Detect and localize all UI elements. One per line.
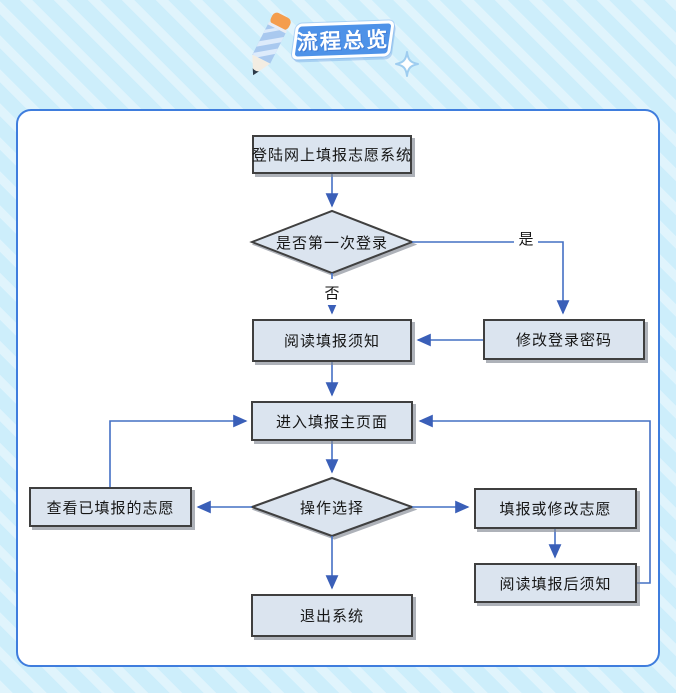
flowchart-connectors (109, 174, 651, 590)
node-change-password: 修改登录密码 (483, 319, 645, 360)
node-exit-system: 退出系统 (251, 594, 413, 637)
node-login: 登陆网上填报志愿系统 (252, 135, 412, 174)
flowchart-card: 登陆网上填报志愿系统 修改登录密码 阅读填报须知 进入填报主页面 查看已填报的志… (16, 109, 660, 667)
node-read-notice: 阅读填报须知 (252, 319, 412, 362)
node-view-filled: 查看已填报的志愿 (29, 487, 192, 527)
sparkle-icon (394, 50, 420, 82)
title-badge: 流程总览 (291, 20, 395, 60)
edge-label-yes: 是 (514, 225, 538, 251)
node-read-after-notice: 阅读填报后须知 (474, 563, 637, 603)
node-main-page: 进入填报主页面 (251, 401, 413, 441)
node-fill-or-modify: 填报或修改志愿 (474, 488, 637, 529)
pencil-icon (243, 6, 307, 90)
node-operation-decision: 操作选择 (299, 498, 364, 517)
edge-label-no: 否 (320, 279, 344, 305)
page-header: 流程总览 (0, 0, 676, 100)
flowchart: 登陆网上填报志愿系统 修改登录密码 阅读填报须知 进入填报主页面 查看已填报的志… (18, 111, 662, 669)
node-first-login-decision: 是否第一次登录 (275, 233, 388, 252)
page-title: 流程总览 (296, 27, 390, 55)
